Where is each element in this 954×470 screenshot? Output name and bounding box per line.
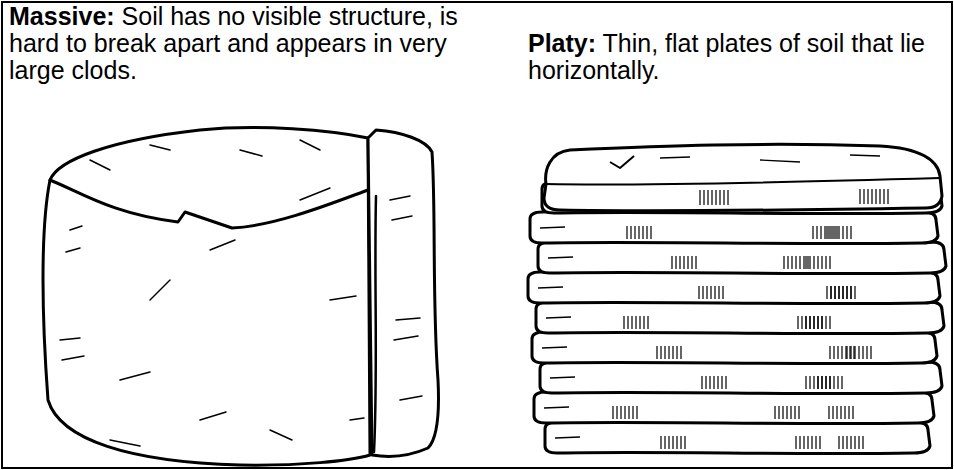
plate-outline bbox=[660, 155, 880, 162]
plate-outline bbox=[624, 316, 648, 329]
plate-outline bbox=[699, 286, 723, 299]
plate-outline bbox=[839, 436, 863, 449]
plate-outline bbox=[831, 286, 855, 299]
structure-label: Massive: Soil has no visible structure, … bbox=[9, 3, 501, 84]
plate-outline bbox=[532, 332, 937, 364]
plate-outline bbox=[544, 144, 942, 210]
plate-outline bbox=[827, 226, 851, 239]
structure-name: Massive: bbox=[9, 2, 115, 30]
plate-outline bbox=[775, 406, 799, 419]
plate-outline bbox=[555, 437, 580, 438]
plate-outline bbox=[536, 302, 944, 334]
plate-outline bbox=[546, 178, 940, 185]
plate-outline bbox=[627, 226, 651, 239]
plate-outline bbox=[813, 226, 837, 239]
plate-outline bbox=[530, 212, 938, 244]
platy-plates bbox=[528, 144, 946, 453]
plate-outline bbox=[540, 362, 942, 394]
plate-outline bbox=[661, 436, 685, 449]
plate-outline bbox=[538, 242, 946, 274]
massive-clod bbox=[43, 128, 439, 466]
plate-outline bbox=[806, 256, 830, 269]
plate-outline bbox=[796, 436, 820, 449]
structure-label: Platy: Thin, flat plates of soil that li… bbox=[528, 30, 946, 84]
plate-outline bbox=[829, 406, 853, 419]
plate-outline bbox=[542, 347, 567, 348]
plate-outline bbox=[672, 256, 696, 269]
plate-outline bbox=[548, 257, 573, 258]
plate-outline bbox=[806, 376, 830, 389]
plate-outline bbox=[700, 189, 888, 205]
plate-outline bbox=[540, 227, 565, 228]
plate-outline bbox=[545, 422, 930, 454]
plate-outline bbox=[830, 346, 854, 359]
plate-outline bbox=[544, 407, 569, 408]
plate-outline bbox=[534, 392, 934, 424]
plate-outline bbox=[657, 346, 681, 359]
plate-outline bbox=[610, 156, 634, 168]
plate-outline bbox=[613, 406, 637, 419]
plate-outline bbox=[546, 317, 571, 318]
plate-outline bbox=[550, 377, 575, 378]
plate-outline bbox=[784, 256, 808, 269]
plate-outline bbox=[702, 376, 726, 389]
plate-outline bbox=[528, 272, 940, 304]
plate-outline bbox=[806, 316, 830, 329]
structure-name: Platy: bbox=[528, 29, 596, 57]
plate-outline bbox=[538, 287, 563, 288]
